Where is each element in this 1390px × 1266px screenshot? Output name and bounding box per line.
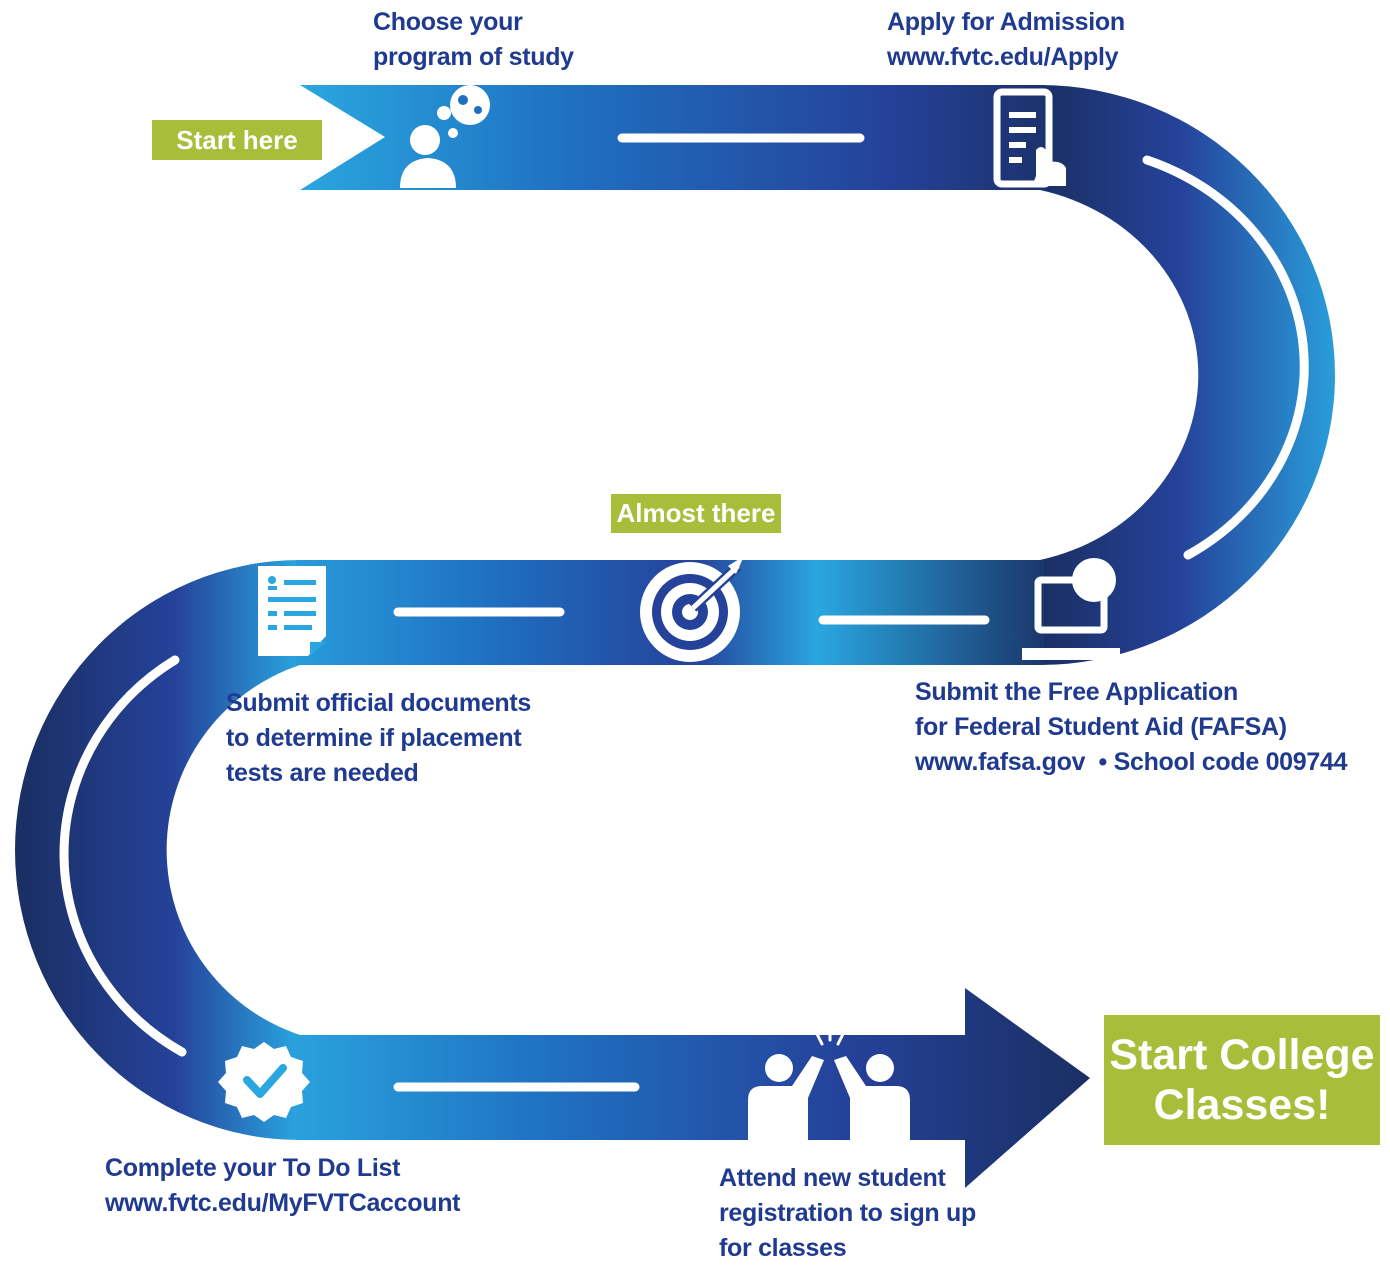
step-text-line: for Federal Student Aid (FAFSA) bbox=[915, 713, 1287, 741]
road-left-curve bbox=[15, 560, 300, 1140]
step-official-documents: Submit official documents to determine i… bbox=[226, 686, 531, 791]
almost-there-badge: Almost there bbox=[611, 494, 781, 533]
step-program-of-study: Choose your program of study bbox=[373, 5, 574, 75]
step-registration: Attend new student registration to sign … bbox=[719, 1161, 976, 1266]
finish-line-1: Start College bbox=[1109, 1031, 1375, 1079]
step-text-line: Attend new student bbox=[719, 1164, 946, 1192]
road-right-curve bbox=[1040, 85, 1335, 665]
step-text-line: Complete your To Do List bbox=[105, 1154, 401, 1182]
target-arrow-icon bbox=[640, 556, 744, 662]
laptop-user-icon bbox=[1022, 558, 1120, 660]
step-text-line: to determine if placement bbox=[226, 724, 522, 752]
step-todo-list: Complete your To Do List www.fvtc.edu/My… bbox=[105, 1151, 461, 1221]
step-text-line: Apply for Admission bbox=[887, 8, 1125, 36]
lane-markings bbox=[59, 133, 1309, 1092]
document-hand-icon bbox=[993, 88, 1066, 188]
step-text-line: Choose your bbox=[373, 8, 523, 36]
document-list-icon bbox=[258, 566, 326, 656]
thinking-person-icon bbox=[400, 85, 490, 188]
step-text-line: for classes bbox=[719, 1234, 847, 1262]
step-text-line: registration to sign up bbox=[719, 1199, 976, 1227]
high-five-icon bbox=[748, 1025, 910, 1140]
finish-badge: Start College Classes! bbox=[1104, 1015, 1380, 1145]
step-text-line: tests are needed bbox=[226, 759, 419, 787]
apply-link[interactable]: www.fvtc.edu/Apply bbox=[887, 43, 1119, 71]
verified-badge-icon bbox=[218, 1042, 310, 1122]
fafsa-link[interactable]: www.fafsa.gov • School code 009744 bbox=[915, 748, 1348, 776]
almost-there-label: Almost there bbox=[616, 498, 776, 528]
todo-link[interactable]: www.fvtc.edu/MyFVTCaccount bbox=[105, 1189, 461, 1217]
start-here-label: Start here bbox=[176, 125, 298, 155]
step-text-line: Submit official documents bbox=[226, 689, 532, 717]
step-text-line: Submit the Free Application bbox=[915, 678, 1238, 706]
start-here-badge: Start here bbox=[152, 120, 322, 160]
step-fafsa: Submit the Free Application for Federal … bbox=[915, 675, 1348, 780]
step-text-line: program of study bbox=[373, 43, 574, 71]
finish-line-2: Classes! bbox=[1153, 1081, 1331, 1129]
step-apply-admission: Apply for Admission www.fvtc.edu/Apply bbox=[887, 5, 1125, 75]
